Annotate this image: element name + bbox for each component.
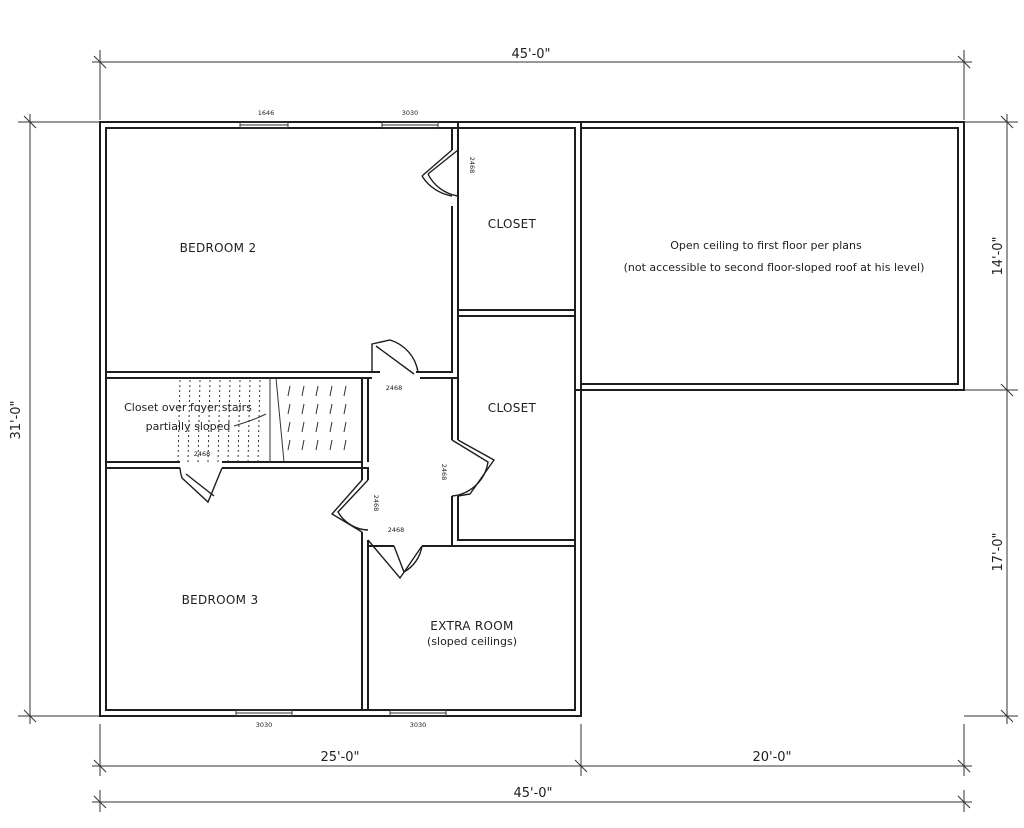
room-label-bedroom3: BEDROOM 3 bbox=[182, 593, 259, 607]
stair-closet-leader bbox=[233, 413, 267, 427]
dimension-top-overall: 45'-0" bbox=[511, 47, 550, 62]
door-tag-hall-left: 2468 bbox=[372, 495, 380, 512]
windows bbox=[235, 121, 447, 717]
door-swings bbox=[179, 149, 496, 580]
room-label-extra-room: EXTRA ROOM bbox=[430, 619, 513, 633]
closet-lower-walls bbox=[451, 316, 575, 547]
open-ceiling-label-line1: Open ceiling to first floor per plans bbox=[670, 239, 862, 252]
walls bbox=[99, 121, 965, 717]
door-tag-hall-bottom: 2468 bbox=[388, 526, 405, 534]
window-tag-bedroom2-right: 3030 bbox=[402, 109, 419, 117]
dimension-right-lower: 17'-0" bbox=[991, 532, 1006, 571]
stair-closet-walls bbox=[106, 461, 369, 480]
room-label-closet-upper: CLOSET bbox=[488, 217, 537, 231]
door-tag-stair-closet: 2468 bbox=[194, 450, 211, 458]
window-tag-bedroom3-bottom: 3030 bbox=[256, 721, 273, 729]
dimension-bottom-right: 20'-0" bbox=[752, 750, 791, 765]
open-ceiling-label-line2: (not accessible to second floor-sloped r… bbox=[624, 261, 925, 274]
window-tag-extra-room-bottom: 3030 bbox=[410, 721, 427, 729]
door-tag-hall-top: 2468 bbox=[386, 384, 403, 392]
dimension-lines bbox=[18, 50, 1018, 812]
dimension-bottom-left: 25'-0" bbox=[320, 750, 359, 765]
door-tag-closet-upper: 2468 bbox=[468, 157, 476, 174]
room-note-extra-room: (sloped ceilings) bbox=[427, 635, 517, 648]
bedroom2-walls bbox=[106, 128, 453, 373]
dimension-right-upper: 14'-0" bbox=[991, 236, 1006, 275]
dimension-left-overall: 31'-0" bbox=[9, 400, 24, 439]
door-tag-closet-lower: 2468 bbox=[440, 464, 448, 481]
room-label-stair-closet-line1: Closet over foyer stairs bbox=[124, 401, 252, 414]
dimension-bottom-overall: 45'-0" bbox=[513, 786, 552, 801]
room-label-bedroom2: BEDROOM 2 bbox=[180, 241, 257, 255]
bedroom3-walls bbox=[361, 532, 369, 710]
window-tag-bedroom2-left: 1646 bbox=[258, 109, 275, 117]
room-label-stair-closet-line2: partially sloped bbox=[146, 420, 231, 433]
room-label-closet-lower: CLOSET bbox=[488, 401, 537, 415]
